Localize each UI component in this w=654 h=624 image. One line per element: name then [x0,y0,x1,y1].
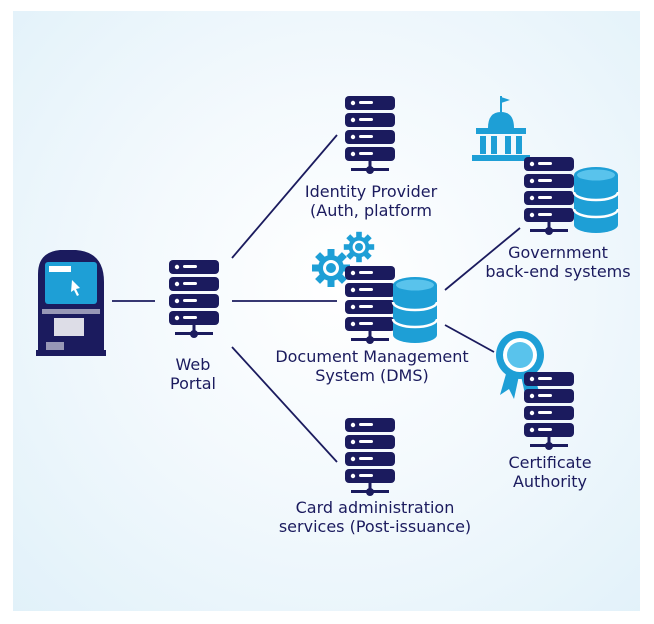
dms-line2: System (DMS) [315,366,429,385]
server-icon [345,418,395,496]
web-portal-line1: Web [175,355,211,374]
line-dms-gov [444,227,521,291]
kiosk-icon [36,250,106,356]
card-admin-line2: services (Post-issuance) [278,517,472,536]
certificate-authority-label: Certificate Authority [490,453,610,491]
server-icon [345,266,395,344]
certificate-authority-line1: Certificate [508,453,592,472]
server-icon [524,372,574,450]
server-icon [345,96,395,174]
diagram-background [13,11,640,611]
line-portal-card [231,346,338,463]
server-icon [169,260,219,338]
certificate-badge-icon [496,331,544,399]
dms-label: Document Management System (DMS) [262,347,482,385]
identity-provider-line2: (Auth, platform [310,201,432,220]
card-admin-label: Card administration services (Post-issua… [270,498,480,536]
government-label: Government back-end systems [478,243,638,281]
government-building-icon [472,96,530,161]
database-icon [391,275,439,345]
connection-lines [112,134,521,463]
database-icon [572,165,620,235]
web-portal-label: Web Portal [153,355,233,393]
government-line1: Government [508,243,608,262]
line-portal-idp [231,134,338,259]
certificate-authority-line2: Authority [512,472,588,491]
identity-provider-line1: Identity Provider [304,182,438,201]
identity-provider-label: Identity Provider (Auth, platform [296,182,446,220]
dms-line1: Document Management [275,347,469,366]
server-icon [524,157,574,235]
line-dms-ca [444,324,495,353]
government-line2: back-end systems [485,262,631,281]
web-portal-line2: Portal [170,374,216,393]
card-admin-line1: Card administration [295,498,455,517]
